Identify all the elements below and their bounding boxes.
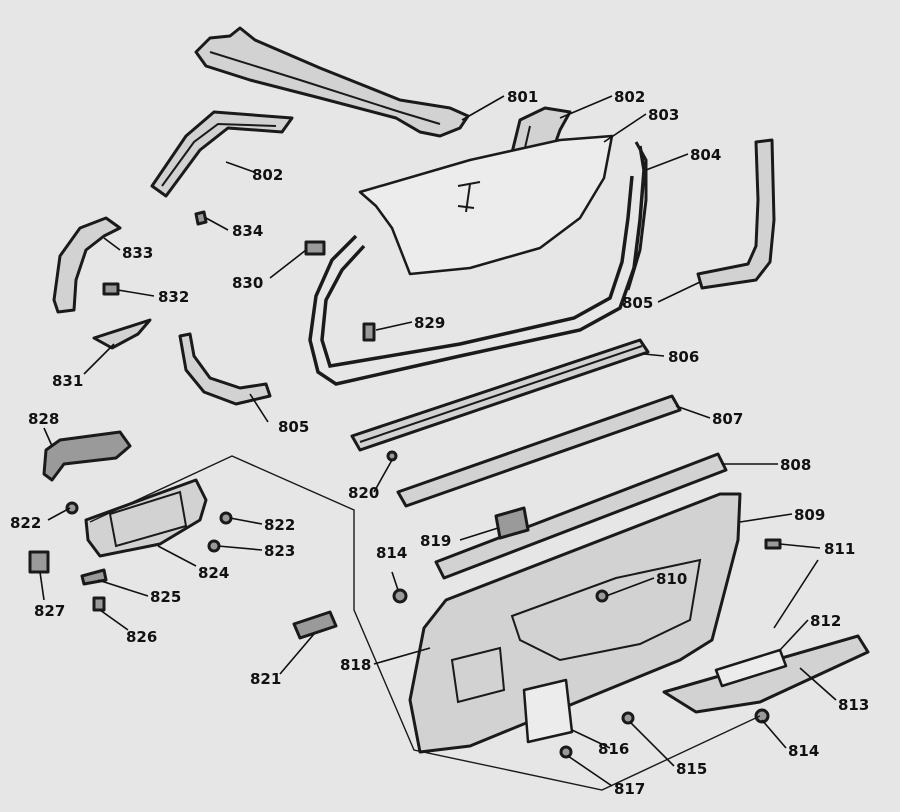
callout-803: 803 <box>648 106 679 124</box>
part-827-clip <box>28 550 50 574</box>
part-819-bracket <box>494 506 530 540</box>
callout-821: 821 <box>250 670 281 688</box>
part-815-screw <box>621 711 635 725</box>
callout-802-center: 802 <box>614 88 645 106</box>
part-803-panel-insert <box>358 134 614 276</box>
part-813-armrest <box>662 634 870 714</box>
callout-807: 807 <box>712 410 743 428</box>
callout-809: 809 <box>794 506 825 524</box>
part-805-channel-right <box>696 138 776 290</box>
callout-830: 830 <box>232 274 263 292</box>
callout-802-left: 802 <box>252 166 283 184</box>
part-810-clip <box>595 589 609 603</box>
callout-816: 816 <box>598 740 629 758</box>
part-812-armrest-pad <box>714 648 788 688</box>
part-830-weatherstrip <box>308 145 646 386</box>
callout-817: 817 <box>614 780 645 798</box>
part-829-clip <box>362 322 376 342</box>
callout-824: 824 <box>198 564 229 582</box>
part-804-weatherstrip <box>626 141 648 291</box>
part-808-strip <box>434 452 728 580</box>
part-817-screw <box>559 745 573 759</box>
callout-806: 806 <box>668 348 699 366</box>
part-821-bracket <box>292 610 338 640</box>
callout-801: 801 <box>507 88 538 106</box>
callout-825: 825 <box>150 588 181 606</box>
callout-812: 812 <box>810 612 841 630</box>
part-809-door-trim-panel <box>408 492 742 754</box>
part-823-screw <box>207 539 221 553</box>
callout-815: 815 <box>676 760 707 778</box>
callout-827: 827 <box>34 602 65 620</box>
leader-lines <box>39 95 837 787</box>
part-806-belt-molding <box>350 338 650 452</box>
part-816-handle <box>522 678 574 744</box>
part-832-clip <box>102 282 120 296</box>
callout-822-left: 822 <box>10 514 41 532</box>
part-824-bracket <box>84 478 208 558</box>
callout-828: 828 <box>28 410 59 428</box>
part-830-clip <box>304 240 326 256</box>
callout-814-upper: 814 <box>376 544 407 562</box>
part-826-clip <box>92 596 106 612</box>
callout-805-right: 805 <box>622 294 653 312</box>
callout-814-lower: 814 <box>788 742 819 760</box>
part-833-trim <box>52 216 122 314</box>
callout-810: 810 <box>656 570 687 588</box>
part-831-bracket <box>92 318 152 350</box>
callout-811: 811 <box>824 540 855 558</box>
part-807-strip <box>396 394 682 508</box>
part-822-screw-left <box>65 501 79 515</box>
callout-808: 808 <box>780 456 811 474</box>
callout-826: 826 <box>126 628 157 646</box>
part-822-screw-right <box>219 511 233 525</box>
part-811-screw <box>764 538 782 550</box>
callout-820: 820 <box>348 484 379 502</box>
callout-832: 832 <box>158 288 189 306</box>
callout-805-left: 805 <box>278 418 309 436</box>
part-805-channel-left <box>178 332 272 406</box>
callout-831: 831 <box>52 372 83 390</box>
part-820-screw <box>386 450 398 462</box>
assembly-bracket-lines <box>89 455 761 791</box>
callout-829: 829 <box>414 314 445 332</box>
part-814-clip-upper <box>392 588 408 604</box>
part-814-clip-lower <box>754 708 770 724</box>
callout-818: 818 <box>340 656 371 674</box>
part-834-clip <box>194 210 208 226</box>
callout-823: 823 <box>264 542 295 560</box>
part-802-curved-trim <box>150 110 294 198</box>
part-828-latch <box>42 430 132 482</box>
callout-819: 819 <box>420 532 451 550</box>
callout-833: 833 <box>122 244 153 262</box>
callout-834: 834 <box>232 222 263 240</box>
callout-813: 813 <box>838 696 869 714</box>
callout-804: 804 <box>690 146 721 164</box>
callout-822-right: 822 <box>264 516 295 534</box>
